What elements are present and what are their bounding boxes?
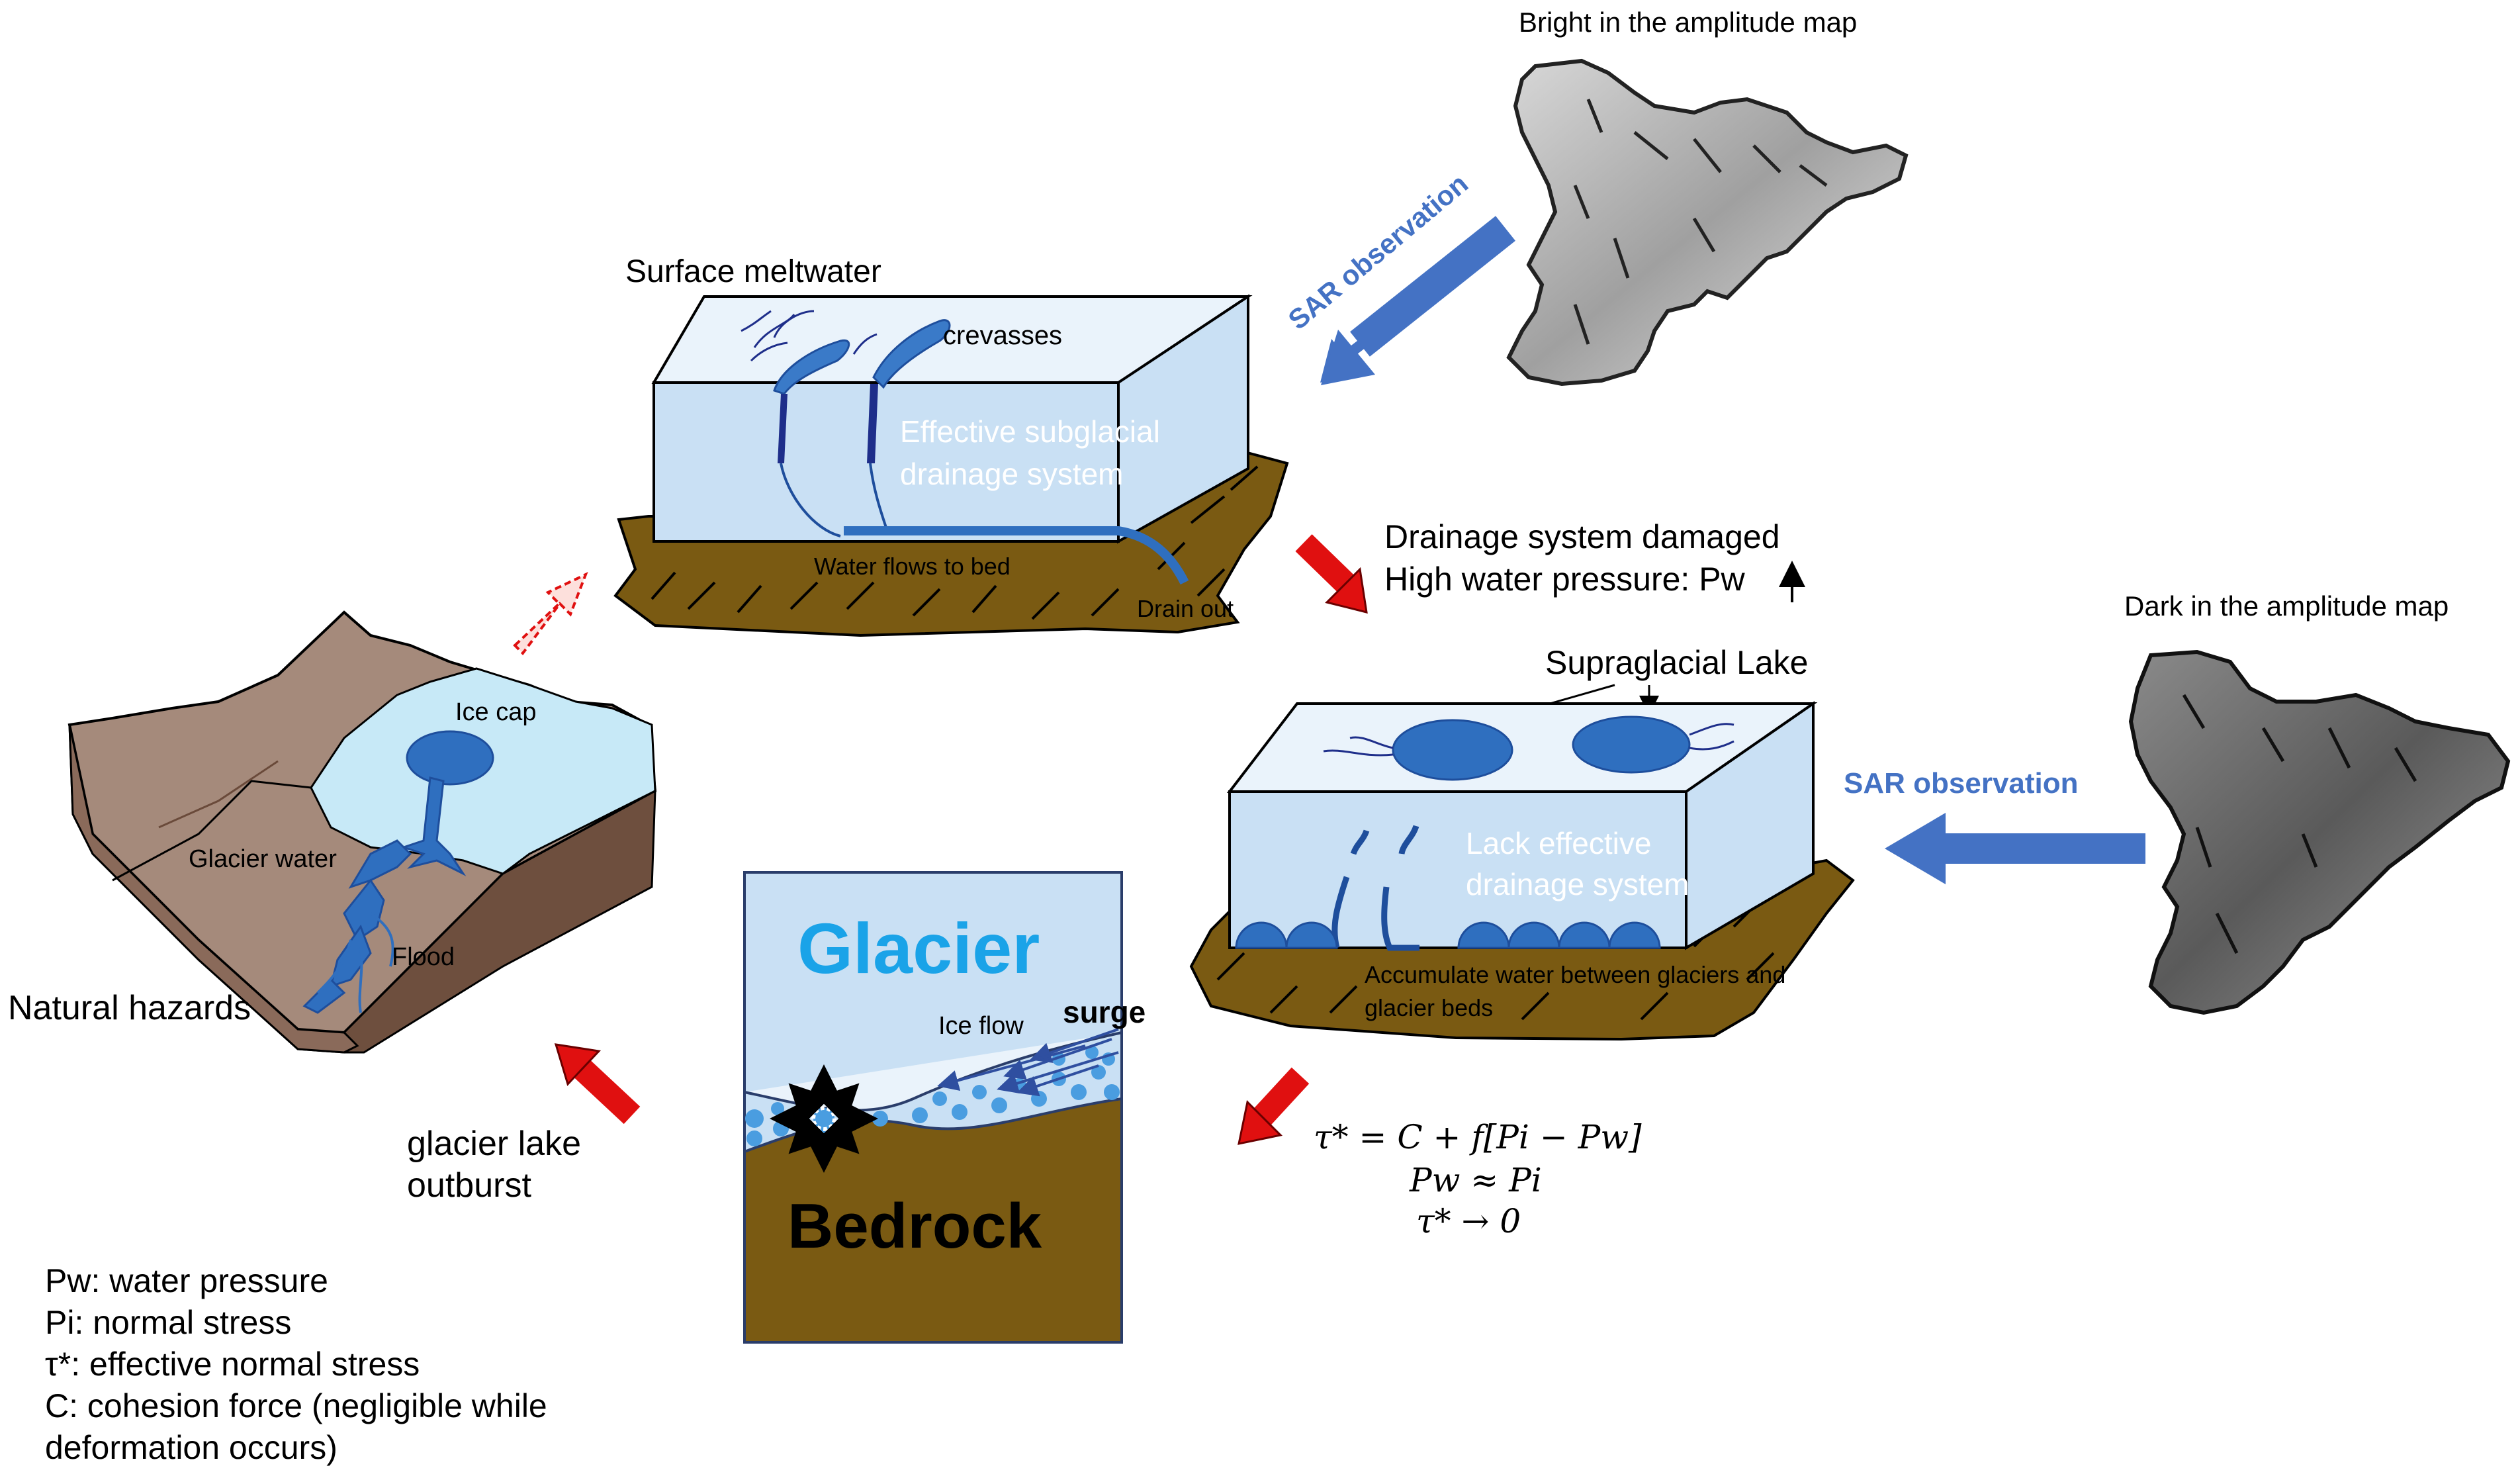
glacier-water-flow bbox=[302, 730, 494, 1014]
terrain-block: Ice cap Glacier water Flood bbox=[68, 610, 657, 1054]
red-arrow-right bbox=[1295, 534, 1359, 596]
ice-flow-arrows bbox=[937, 1028, 1119, 1097]
sar-right-arrow-head bbox=[1885, 813, 1946, 884]
surface-meltwater-title: Surface meltwater bbox=[625, 254, 881, 289]
equation-3: τ* → 0 bbox=[1416, 1202, 1521, 1240]
top-bed-channel bbox=[844, 526, 1189, 585]
glacier-label: Glacier bbox=[797, 908, 1040, 988]
water-flows-label: Water flows to bed bbox=[814, 553, 1011, 580]
supraglacial-lake-left bbox=[1392, 719, 1513, 781]
red-arrow-down-left bbox=[1251, 1067, 1310, 1127]
right-basal-water bbox=[1235, 921, 1661, 949]
right-interior-line1: Lack effective bbox=[1466, 826, 1651, 860]
right-glacier-block: Supraglacial Lake bbox=[1189, 644, 1855, 1041]
bright-amplitude-map bbox=[1506, 58, 1909, 387]
red-arrow-outburst-head bbox=[554, 1043, 602, 1086]
drain-out-label: Drain out bbox=[1137, 595, 1234, 622]
drainage-damaged: Drainage system damaged bbox=[1384, 518, 1780, 555]
accumulate-line2: glacier beds bbox=[1365, 994, 1493, 1021]
right-interior-channels bbox=[1331, 825, 1419, 951]
bedrock-label: Bedrock bbox=[788, 1191, 1042, 1262]
top-bed-hatch bbox=[651, 465, 1259, 620]
damage-status: Drainage system damaged High water press… bbox=[1295, 518, 1805, 614]
flood-label: Flood bbox=[392, 943, 455, 971]
top-interior-line2: drainage system bbox=[900, 457, 1124, 491]
supraglacial-lake-right bbox=[1572, 716, 1691, 774]
legend-line-2: Pi: normal stress bbox=[45, 1304, 291, 1341]
accumulate-line1: Accumulate water between glaciers and bbox=[1365, 961, 1785, 988]
sar-top-arrow bbox=[1320, 216, 1515, 385]
red-arrow-outburst bbox=[574, 1060, 641, 1125]
top-crevasses bbox=[741, 310, 951, 537]
top-glacier-block: Surface meltwater c bbox=[613, 254, 1289, 637]
legend-line-1: Pw: water pressure bbox=[45, 1262, 328, 1299]
sar-dark-panel: Dark in the amplitude map SAR observatio… bbox=[1844, 590, 2511, 1015]
equation-2: Pw ≈ Pi bbox=[1409, 1161, 1542, 1199]
pressure-burst bbox=[770, 1064, 878, 1173]
right-block-front bbox=[1228, 790, 1688, 949]
supraglacial-label: Supraglacial Lake bbox=[1545, 644, 1809, 681]
equation-1: τ* = C + f[Pi − Pw] bbox=[1314, 1118, 1642, 1156]
legend-line-5: deformation occurs) bbox=[45, 1429, 338, 1466]
right-interior-line2: drainage system bbox=[1466, 867, 1689, 901]
surge-label: surge bbox=[1063, 995, 1146, 1029]
legend-line-4: C: cohesion force (negligible while bbox=[45, 1387, 547, 1424]
dark-map-texture bbox=[2182, 694, 2417, 954]
natural-hazards-caption: Natural hazards bbox=[8, 989, 251, 1027]
outburst-line1: glacier lake bbox=[407, 1125, 581, 1163]
legend: Pw: water pressure Pi: normal stress τ*:… bbox=[45, 1262, 547, 1466]
glacier-water-label: Glacier water bbox=[189, 845, 337, 873]
top-block-front bbox=[652, 381, 1120, 543]
ice-cap-label: Ice cap bbox=[455, 698, 537, 726]
sar-right-label: SAR observation bbox=[1844, 767, 2079, 800]
legend-line-3: τ*: effective normal stress bbox=[45, 1346, 420, 1383]
high-pressure: High water pressure: Pw bbox=[1384, 561, 1746, 598]
terrain-front-face bbox=[68, 724, 359, 1054]
dashed-arrow-up bbox=[513, 572, 588, 656]
dark-caption: Dark in the amplitude map bbox=[2124, 590, 2449, 622]
bright-map-texture bbox=[1573, 99, 1828, 345]
terrain-right-face bbox=[343, 789, 656, 1054]
flood-streams bbox=[316, 912, 394, 1013]
stress-equations: τ* = C + f[Pi − Pw] Pw ≈ Pi τ* → 0 bbox=[1314, 1118, 1642, 1240]
ice-flow-label: Ice flow bbox=[938, 1012, 1024, 1040]
outburst-line2: outburst bbox=[407, 1166, 531, 1205]
crevasses-label: crevasses bbox=[943, 321, 1062, 350]
bright-caption: Bright in the amplitude map bbox=[1519, 7, 1857, 38]
glacier-bedrock-panel: Glacier Bedrock Ice flow surge bbox=[743, 871, 1146, 1344]
dark-amplitude-map bbox=[2128, 649, 2511, 1015]
top-interior-line1: Effective subglacial bbox=[900, 414, 1160, 449]
lake-streams bbox=[1323, 723, 1734, 757]
sar-bright-panel: Bright in the amplitude map SAR observat… bbox=[1282, 7, 1909, 387]
red-arrow-right-head bbox=[1325, 567, 1368, 614]
red-arrow-down-left-head bbox=[1238, 1099, 1283, 1145]
